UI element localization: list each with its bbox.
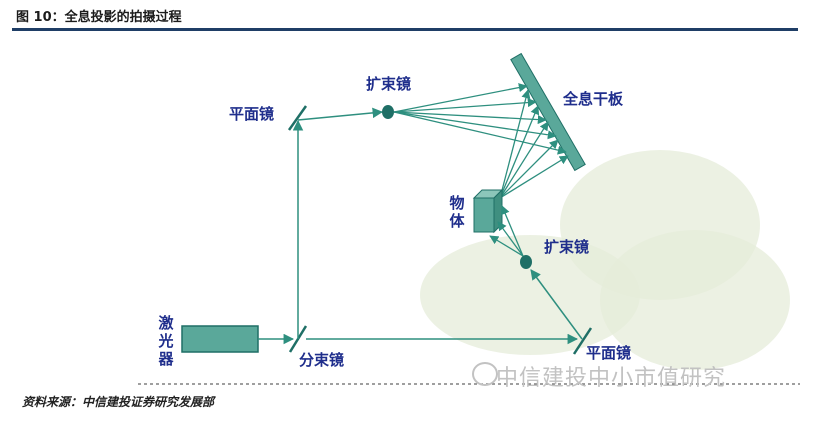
object-cube [472, 188, 504, 234]
background-blob [600, 230, 790, 370]
ray-object-plate [499, 121, 549, 199]
beam-top-mirror-to-expander [297, 107, 384, 121]
ray-expander-object [497, 221, 524, 257]
top-plane-mirror [287, 105, 308, 131]
ray-object-plate [499, 139, 559, 199]
title-rule [12, 28, 798, 31]
top-beam-expander [382, 105, 394, 119]
ray-expander-object [500, 205, 524, 257]
bottom-plane-mirror [572, 327, 593, 355]
top-beam-expander-label: 扩束镜 [366, 75, 412, 93]
top-plane-mirror-label: 平面镜 [229, 105, 275, 123]
beam-splitter-label: 分束镜 [299, 351, 345, 369]
ray-object-plate [499, 155, 569, 199]
holographic-plate [510, 52, 586, 172]
ray-expander-plate [393, 83, 528, 113]
holographic-plate-label: 全息干板 [563, 90, 624, 108]
wechat-icon [472, 362, 498, 386]
laser-body [181, 325, 259, 353]
object-label: 物体 [449, 194, 465, 230]
ray-object-plate [499, 89, 531, 199]
beam-bottom-mirror-to-expander [530, 269, 583, 340]
ray-expander-plate [393, 111, 557, 140]
bottom-plane-mirror-label: 平面镜 [586, 344, 632, 362]
source-note: 资料来源：中信建投证券研究发展部 [22, 395, 215, 409]
right-beam-expander [520, 255, 532, 269]
right-beam-expander-label: 扩束镜 [544, 238, 590, 256]
ray-object-plate [499, 105, 540, 199]
figure-title: 图 10：全息投影的拍摄过程 [16, 10, 182, 25]
ray-expander-plate [393, 98, 537, 113]
ray-expander-object [489, 235, 524, 257]
ray-expander-plate [393, 111, 567, 155]
laser-label: 激光器 [158, 314, 174, 368]
watermark: 中信建投中小市值研究 [496, 366, 727, 391]
